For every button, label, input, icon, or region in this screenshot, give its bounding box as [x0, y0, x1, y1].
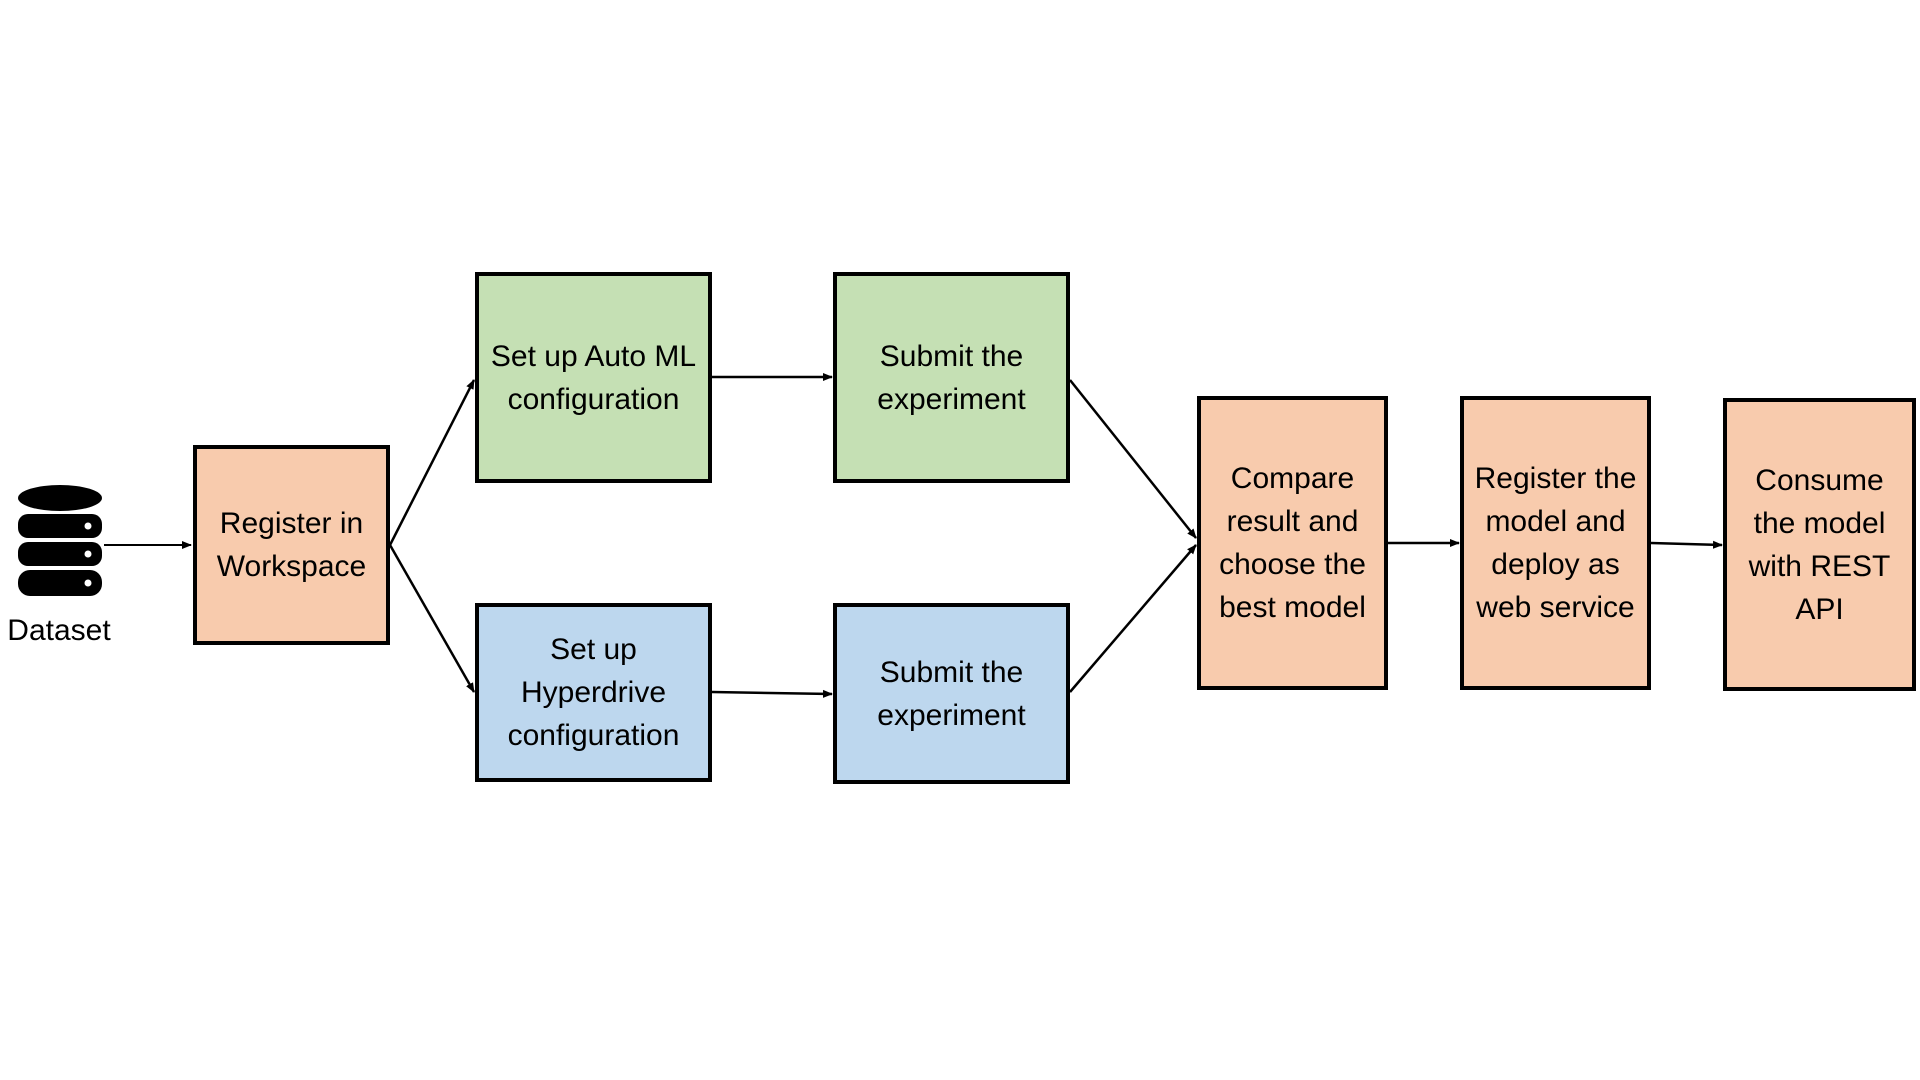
- deploy-model-step: Register the model and deploy as web ser…: [1460, 396, 1651, 690]
- submit-automl-step: Submit the experiment: [833, 272, 1070, 483]
- arrow-hyperdrive-to-submit: [711, 689, 833, 698]
- database-icon: [18, 485, 102, 596]
- arrow-register-to-hyperdrive: [388, 544, 476, 693]
- consume-model-step: Consume the model with REST API: [1723, 398, 1916, 691]
- hyperdrive-config-step: Set up Hyperdrive configuration: [475, 603, 712, 782]
- dataset-label: Dataset: [7, 614, 111, 647]
- deploy-model-label: Register the model and deploy as web ser…: [1474, 462, 1637, 624]
- submit-automl-label: Submit the experiment: [877, 339, 1026, 416]
- compare-results-label: Compare result and choose the best model: [1219, 462, 1366, 624]
- arrow-register-to-automl: [388, 379, 476, 546]
- arrow-submit-hyper-to-compare: [1069, 544, 1197, 693]
- automl-config-step: Set up Auto ML configuration: [475, 272, 712, 483]
- hyperdrive-config-label: Set up Hyperdrive configuration: [507, 633, 680, 752]
- compare-results-step: Compare result and choose the best model: [1197, 396, 1388, 690]
- register-workspace-label: Register in Workspace: [216, 507, 367, 583]
- automl-config-label: Set up Auto ML configuration: [490, 339, 697, 416]
- submit-hyperdrive-step: Submit the experiment: [833, 603, 1070, 784]
- register-workspace-step: Register in Workspace: [193, 445, 390, 645]
- arrow-deploy-to-consume: [1650, 540, 1723, 549]
- consume-model-label: Consume the model with REST API: [1748, 463, 1891, 626]
- submit-hyperdrive-label: Submit the experiment: [877, 655, 1026, 732]
- arrow-submit-automl-to-compare: [1069, 379, 1197, 539]
